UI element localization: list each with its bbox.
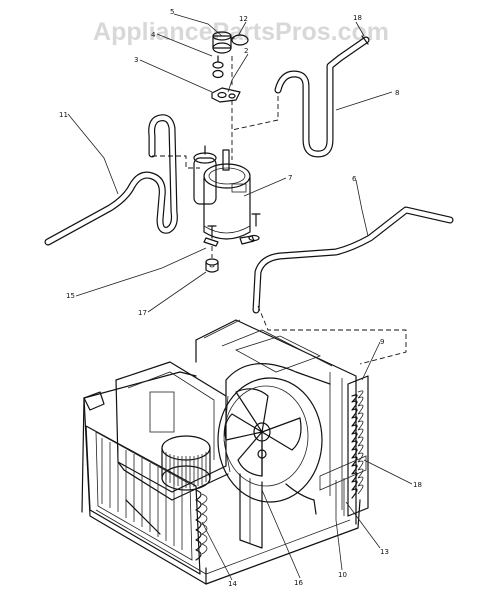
callout-17: 17 [138, 309, 147, 317]
condenser-coil [319, 375, 369, 520]
callout-15: 15 [66, 292, 75, 300]
leader-lines [67, 13, 413, 581]
grommet [212, 55, 224, 79]
condenser-fan [217, 377, 323, 503]
callout-5: 5 [170, 8, 174, 16]
callout-4: 4 [151, 31, 156, 39]
callout-18-right: 18 [413, 481, 422, 489]
callout-7: 7 [288, 174, 292, 182]
discharge-tube [274, 35, 370, 158]
callout-9: 9 [380, 338, 384, 346]
callout-3: 3 [134, 56, 138, 64]
mounting-bolt [207, 213, 261, 239]
callout-14: 14 [228, 580, 237, 588]
mounting-bracket [211, 87, 241, 103]
callout-10: 10 [338, 571, 347, 579]
watermark: AppliancePartsPros.com [93, 18, 389, 46]
fan-shroud [195, 319, 357, 525]
callout-8: 8 [395, 89, 399, 97]
callout-12: 12 [239, 15, 248, 23]
suction-tube [44, 114, 178, 246]
mounting-grommet [205, 234, 260, 273]
callout-16: 16 [294, 579, 303, 587]
unit-chassis [81, 319, 369, 585]
callout-11: 11 [59, 111, 68, 119]
capillary-tube [252, 206, 454, 314]
blower-wheel [161, 435, 211, 491]
callout-18-top: 18 [353, 14, 362, 22]
evaporator-coil [85, 425, 208, 575]
callout-6: 6 [352, 175, 357, 183]
callout-13: 13 [380, 548, 389, 556]
motor-mount [239, 449, 317, 549]
callout-2: 2 [244, 47, 248, 55]
